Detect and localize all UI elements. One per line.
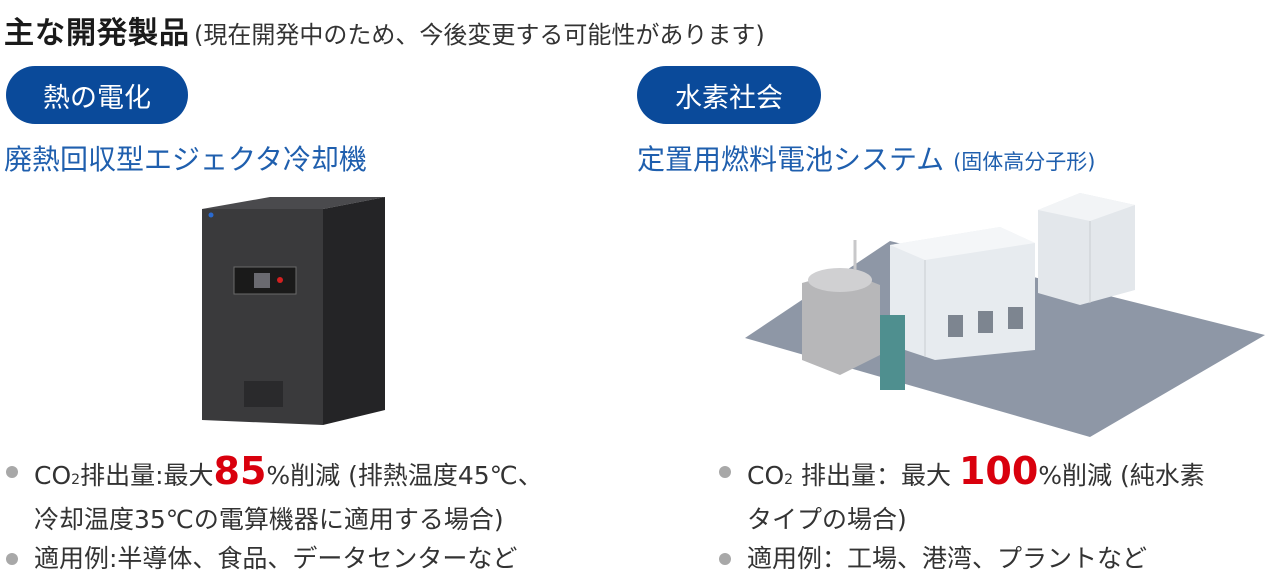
page-title: 主な開発製品(現在開発中のため、今後変更する可能性があります) (4, 8, 765, 52)
bullet-dot (6, 553, 18, 565)
list-item-continuation: タイプの場合) (717, 500, 1205, 539)
co2-text: CO (34, 461, 72, 490)
bullet-dot (719, 553, 731, 565)
title-main: 主な開発製品 (4, 16, 190, 51)
list-item: CO2 排出量：最大 100%削減 (純水素 (717, 452, 1205, 500)
category-badge-heat: 熱の電化 (6, 66, 188, 124)
fuel-cell-system-image (745, 193, 1265, 437)
list-item-continuation: 冷却温度35℃の電算機器に適用する場合) (4, 500, 543, 539)
reduction-condition: %削減 (排熱温度45℃、 (266, 461, 543, 490)
right-bullets: CO2 排出量：最大 100%削減 (純水素 タイプの場合) 適用例：工場、港湾… (717, 452, 1205, 578)
list-item: 適用例：工場、港湾、プラントなど (717, 539, 1205, 578)
co2-subscript: 2 (784, 472, 794, 488)
condition-continuation: タイプの場合) (747, 505, 907, 534)
product-type: (固体高分子形) (953, 150, 1096, 174)
co2-text: CO (747, 461, 785, 490)
reduction-condition: %削減 (純水素 (1038, 461, 1205, 490)
application-examples: 適用例：工場、港湾、プラントなど (747, 544, 1148, 573)
title-note: (現在開発中のため、今後変更する可能性があります) (194, 21, 765, 49)
product-name-fuel-cell: 定置用燃料電池システム (固体高分子形) (637, 138, 1095, 178)
bullet-dot (719, 466, 731, 478)
list-item: 適用例:半導体、食品、データセンターなど (4, 539, 543, 578)
application-examples: 適用例:半導体、食品、データセンターなど (34, 544, 518, 573)
category-badge-hydrogen: 水素社会 (637, 66, 821, 124)
list-item: CO2排出量:最大85%削減 (排熱温度45℃、 (4, 452, 543, 500)
product-name-main: 定置用燃料電池システム (637, 143, 945, 176)
bullet-dot (6, 466, 18, 478)
product-name-ejector-chiller: 廃熱回収型エジェクタ冷却機 (4, 143, 367, 176)
condition-continuation: 冷却温度35℃の電算機器に適用する場合) (34, 505, 504, 534)
reduction-value: 100 (958, 449, 1039, 493)
left-bullets: CO2排出量:最大85%削減 (排熱温度45℃、 冷却温度35℃の電算機器に適用… (4, 452, 543, 578)
reduction-value: 85 (213, 449, 267, 493)
co2-subscript: 2 (71, 472, 81, 488)
emission-label: 排出量：最大 (793, 461, 959, 490)
emission-label: 排出量:最大 (80, 461, 214, 490)
ejector-chiller-image (202, 197, 385, 425)
